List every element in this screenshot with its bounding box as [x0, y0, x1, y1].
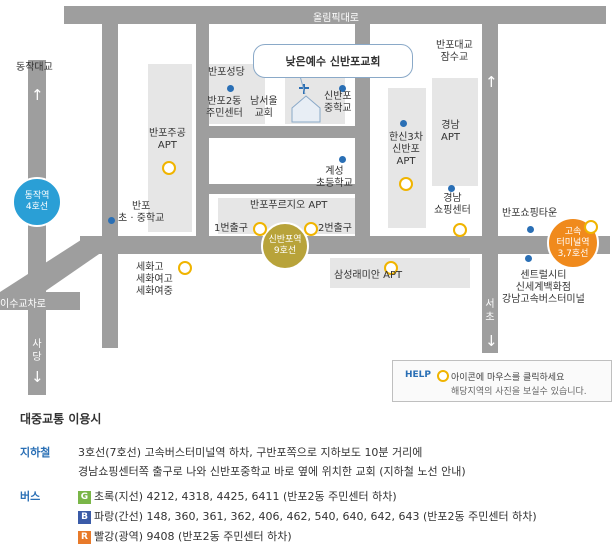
arrow-up-icon: ↑	[485, 73, 498, 91]
road-label-olympic: 올림픽대로	[313, 13, 359, 24]
bus-green-text: 초록(지선) 4212, 4318, 4425, 6411 (반포2동 주민센터…	[94, 490, 397, 503]
arrow-up-icon: ↑	[31, 86, 44, 104]
label-banpo-bridge: 반포대교 잠수교	[436, 40, 473, 63]
location-map: 낮은예수 신반포교회 올림픽대로 이수교차로 사당 서초 ↑ ↓ ↑ ↓ 동작대…	[0, 6, 612, 402]
label-sehwa: 세화고 세화여고 세화여중	[136, 262, 173, 297]
help-box: HELP 아이콘에 마우스를 클릭하세요 해당지역의 사진을 보실수 있습니다.	[392, 360, 612, 402]
label-exit1: 1번출구	[214, 223, 248, 234]
road-main	[80, 236, 610, 254]
subway-line2: 경남쇼핑센터쪽 출구로 나와 신반포중학교 바로 옆에 위치한 교회 (지하철 …	[78, 465, 466, 478]
marker-dot	[108, 217, 115, 224]
church-cross-icon	[299, 87, 309, 89]
photo-marker[interactable]	[453, 223, 467, 237]
photo-marker[interactable]	[584, 220, 598, 234]
road-label-seocho: 서초	[485, 299, 495, 323]
help-tag: HELP	[405, 370, 432, 380]
map-block	[330, 258, 470, 288]
blue-badge-icon: B	[78, 510, 91, 524]
road-vertical	[102, 18, 118, 348]
marker-dot	[400, 120, 407, 127]
photo-marker[interactable]	[162, 161, 176, 175]
arrow-down-icon: ↓	[485, 332, 498, 350]
label-exit2: 2번출구	[318, 223, 352, 234]
photo-marker[interactable]	[178, 261, 192, 275]
map-block	[203, 64, 265, 124]
help-line2: 해당지역의 사진을 보실수 있습니다.	[451, 387, 587, 397]
arrow-down-icon: ↓	[31, 368, 44, 386]
road-isu	[0, 292, 80, 310]
map-roads	[0, 6, 610, 395]
label-gyeongnam-shopping: 경남 쇼핑센터	[434, 193, 471, 216]
label-namseoul-church: 남서울 교회	[250, 96, 278, 119]
road-label-sadang: 사당	[32, 339, 42, 363]
label-samsung: 삼성래미안 APT	[334, 270, 403, 281]
road-junction	[102, 252, 118, 270]
map-block	[432, 78, 478, 186]
station-dongjak[interactable]: 동작역 4호선	[12, 177, 62, 227]
marker-dot	[339, 156, 346, 163]
photo-marker[interactable]	[399, 177, 413, 191]
road-label-isu: 이수교차로	[0, 299, 46, 310]
label-gyeseong: 계성 초등학교	[316, 166, 353, 189]
marker-dot	[525, 255, 532, 262]
photo-marker[interactable]	[253, 222, 267, 236]
help-line1: 아이콘에 마우스를 클릭하세요	[451, 373, 565, 383]
label-banpo-school: 반포 초 · 중학교	[118, 201, 165, 224]
bus-blue-text: 파랑(간선) 148, 360, 361, 362, 406, 462, 540…	[94, 510, 537, 523]
green-badge-icon: G	[78, 490, 91, 504]
station-sinbanpo[interactable]: 신반포역 9호선	[261, 222, 309, 270]
map-block	[388, 88, 426, 228]
marker-dot	[527, 226, 534, 233]
label-banpo2-center: 반포2동 주민센터	[206, 96, 243, 119]
transit-title: 대중교통 이용시	[20, 412, 102, 426]
marker-dot	[227, 85, 234, 92]
label-hansin: 한신3차 신반포 APT	[389, 132, 423, 167]
subway-line1: 3호선(7호선) 고속버스터미널역 하차, 구반포쪽으로 지하보도 10분 거리…	[78, 446, 423, 459]
subway-label: 지하철	[20, 446, 51, 459]
photo-marker-icon	[437, 370, 449, 382]
photo-marker[interactable]	[384, 261, 398, 275]
church-icon[interactable]	[291, 95, 321, 123]
road-horizontal	[196, 126, 370, 138]
road-left-vertical	[28, 60, 46, 395]
road-horizontal	[196, 184, 370, 194]
bubble-pointer	[299, 75, 306, 95]
label-central-city: 센트럴시티 신세계백화점 강남고속버스터미널	[502, 270, 585, 305]
road-seocho	[482, 18, 498, 353]
bus-red-text: 빨강(광역) 9408 (반포2동 주민센터 하차)	[94, 530, 292, 543]
label-purugio: 반포푸르지오 APT	[250, 200, 328, 211]
photo-marker[interactable]	[304, 222, 318, 236]
label-dongjak-bridge: 동작대교	[16, 62, 53, 73]
label-sinbanpo-middle: 신반포 중학교	[324, 91, 352, 114]
bus-label: 버스	[20, 490, 41, 503]
label-gyeongnam-apt: 경남 APT	[441, 120, 460, 143]
red-badge-icon: R	[78, 530, 91, 544]
label-banpo-shoppingtown: 반포쇼핑타운	[502, 208, 558, 219]
map-block	[148, 64, 192, 232]
label-banpo-cathedral: 반포성당	[208, 67, 245, 78]
marker-dot	[339, 85, 346, 92]
marker-dot	[448, 185, 455, 192]
label-banpo-jugong: 반포주공 APT	[149, 128, 186, 151]
church-sign: 낮은예수 신반포교회	[253, 44, 413, 78]
